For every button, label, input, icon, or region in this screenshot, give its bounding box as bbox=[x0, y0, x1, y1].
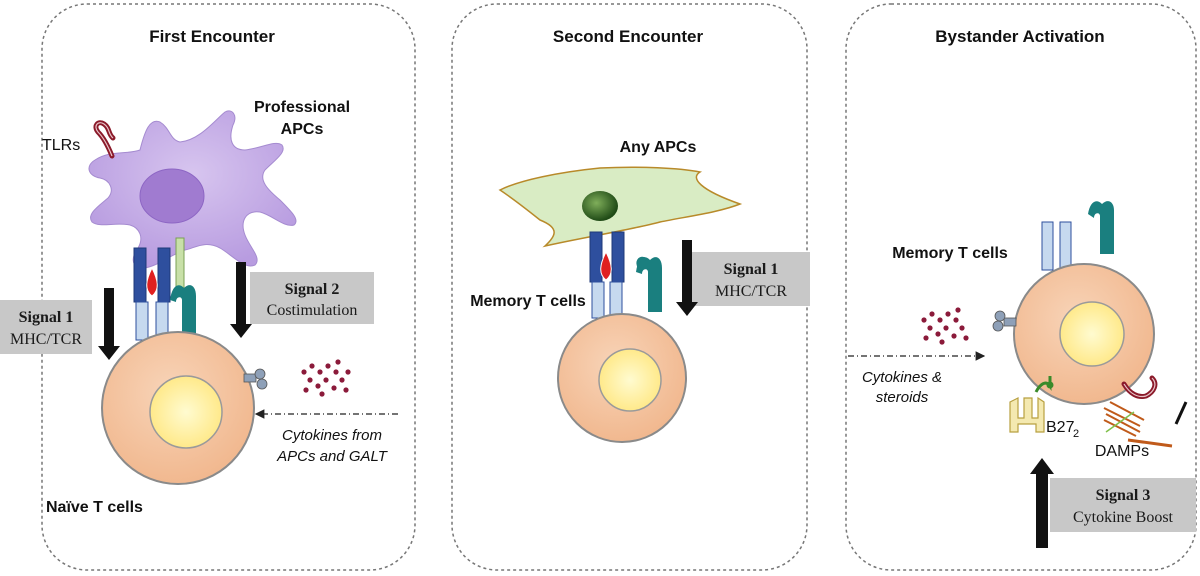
apc-nucleus bbox=[139, 168, 205, 224]
cytokine-label-line1: Cytokines & bbox=[862, 369, 942, 386]
signal3-box bbox=[1050, 478, 1196, 532]
tcr-receptor bbox=[1041, 221, 1072, 271]
naive-t-cell-nucleus bbox=[149, 375, 223, 449]
signal1-arrow bbox=[98, 288, 120, 360]
cytokine-label-line2: steroids bbox=[876, 389, 929, 406]
signal3-title: Signal 3 bbox=[1096, 487, 1151, 504]
bystander-t-cell-nucleus bbox=[1059, 301, 1125, 367]
costimulatory-molecule bbox=[636, 256, 662, 312]
apc-label: Any APCs bbox=[620, 139, 697, 156]
signal1-subtitle: MHC/TCR bbox=[715, 283, 787, 300]
apc-label-line1: Professional bbox=[254, 99, 350, 116]
signal1-title: Signal 1 bbox=[19, 309, 74, 326]
tlr-receptor bbox=[1121, 375, 1158, 399]
signal3-arrow bbox=[1030, 458, 1054, 548]
any-apc-nucleus bbox=[582, 191, 618, 221]
cytokine-particles bbox=[921, 307, 969, 345]
cytokine-receptor bbox=[243, 368, 268, 390]
cytokine-label-line2: APCs and GALT bbox=[276, 448, 389, 465]
signal2-title: Signal 2 bbox=[285, 281, 340, 298]
signal2-box bbox=[250, 272, 374, 324]
signal3-subtitle: Cytokine Boost bbox=[1073, 509, 1174, 526]
apc-label-line2: APCs bbox=[281, 121, 324, 138]
panel-title: Second Encounter bbox=[553, 27, 704, 46]
signal2-arrow bbox=[230, 262, 252, 338]
signal2-subtitle: Costimulation bbox=[267, 302, 358, 319]
signal1-box bbox=[0, 300, 92, 354]
panel-title: First Encounter bbox=[149, 27, 275, 46]
costimulatory-molecule bbox=[1088, 201, 1114, 254]
cytokine-receptor bbox=[992, 310, 1017, 332]
mhc-tcr-complex bbox=[589, 231, 625, 319]
costimulatory-molecule bbox=[170, 237, 196, 338]
tlr-receptor bbox=[93, 120, 116, 159]
signal1-title: Signal 1 bbox=[724, 261, 779, 278]
b27-dimer bbox=[1009, 376, 1054, 433]
cytokine-particles bbox=[301, 359, 351, 397]
tcell-label: Memory T cells bbox=[470, 293, 586, 310]
b27-subscript: 2 bbox=[1073, 428, 1079, 440]
signal1-subtitle: MHC/TCR bbox=[10, 331, 82, 348]
tcell-label: Memory T cells bbox=[892, 245, 1008, 262]
signal1-arrow bbox=[676, 240, 698, 316]
memory-t-cell-nucleus bbox=[598, 348, 662, 412]
panel-title: Bystander Activation bbox=[935, 27, 1104, 46]
tlr-label: TLRs bbox=[42, 137, 80, 154]
panel-second-encounter bbox=[451, 3, 808, 571]
tcell-label: Naïve T cells bbox=[46, 499, 143, 516]
damps-molecule bbox=[1103, 401, 1188, 448]
signal1-box bbox=[692, 252, 810, 306]
any-apc-cell bbox=[498, 166, 743, 248]
b27-label: B27 bbox=[1046, 419, 1075, 436]
cytokine-label-line1: Cytokines from bbox=[282, 427, 382, 444]
damps-label: DAMPs bbox=[1095, 443, 1149, 460]
